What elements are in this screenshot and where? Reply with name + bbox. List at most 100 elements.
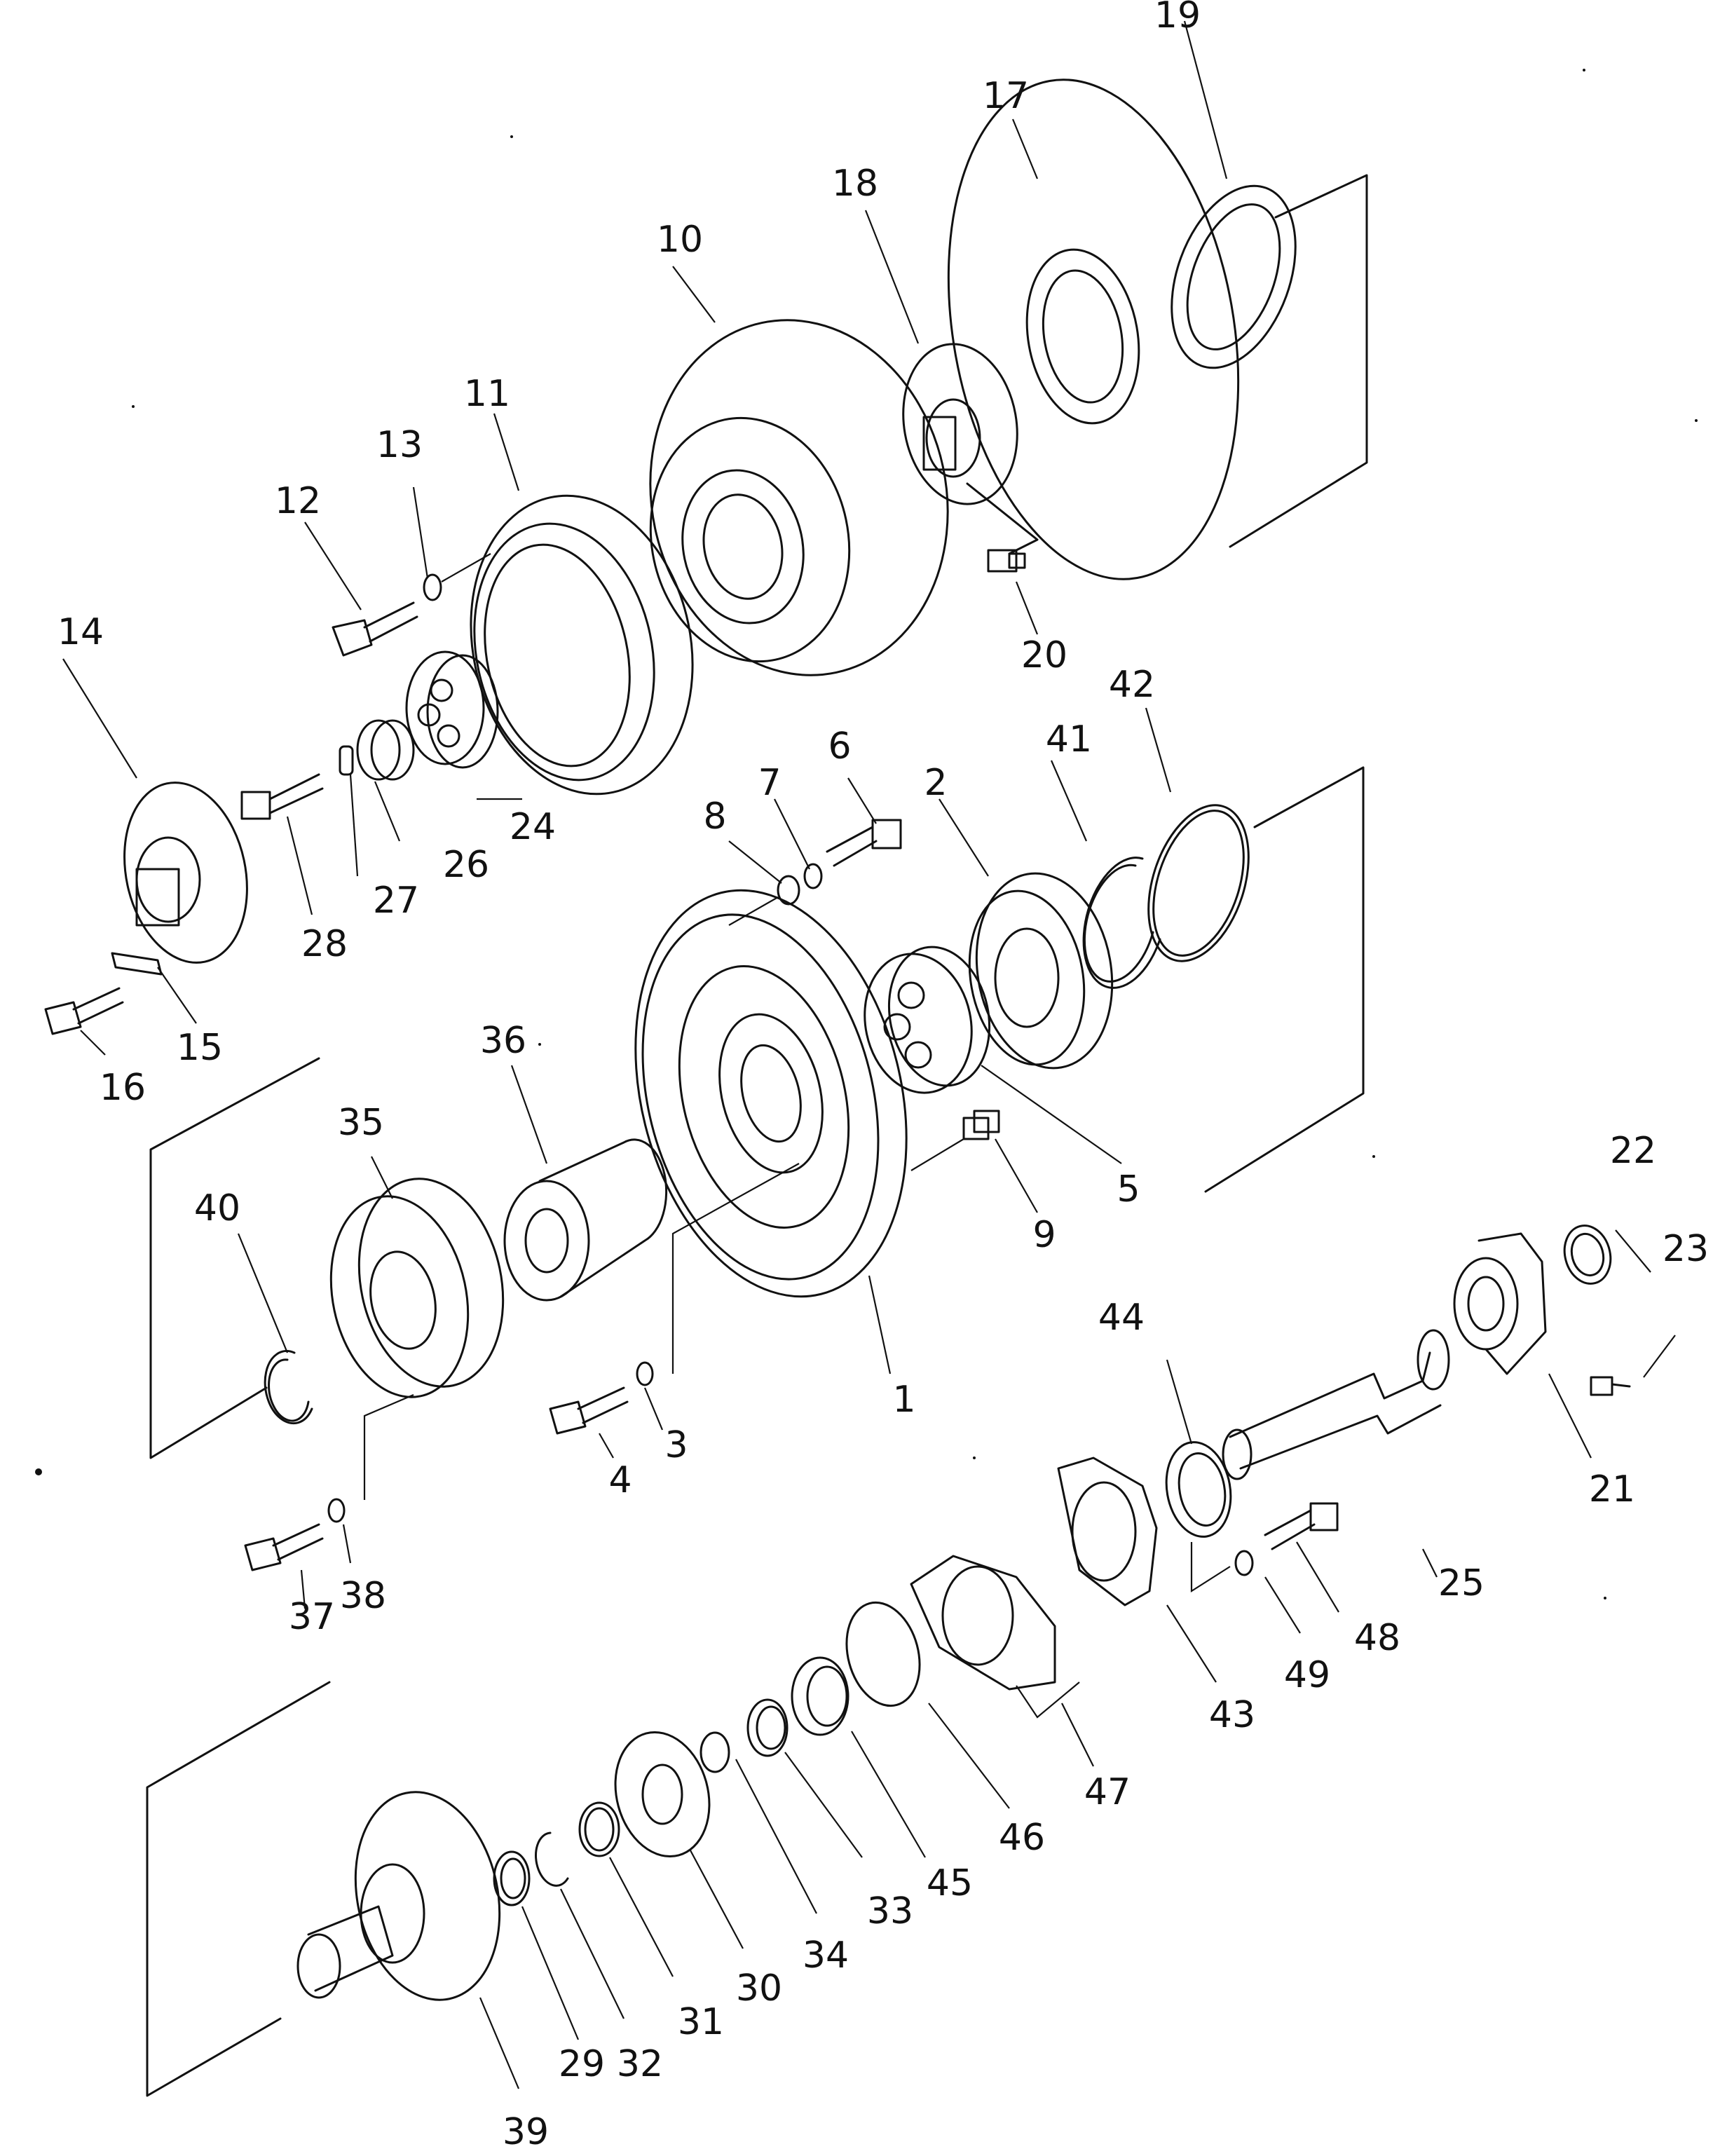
group-bracket-top [1229,174,1368,548]
part-37-bolt [244,1523,324,1571]
label-4: 4 [608,1459,632,1501]
leader-lines [62,20,1676,2089]
label-32: 32 [617,2043,663,2085]
label-44: 44 [1098,1297,1145,1339]
part-39-output-flange [296,1791,501,2001]
part-6-bolt [826,819,902,867]
label-12: 12 [275,480,321,522]
part-26-hub [356,719,415,781]
label-34: 34 [803,1935,849,1977]
part-11-ring-gear [470,494,694,796]
group-bracket-middle [1204,766,1365,1193]
part-33-ring [746,1698,789,1757]
part-22-ring [1563,1224,1612,1285]
part-14-flange [123,782,248,964]
part-18-hub-plate [902,343,1018,505]
part-5-bearing [864,946,991,1094]
part-44-ring [1165,1441,1232,1538]
part-29-ring [493,1850,531,1906]
part-47-plate [910,1555,1080,1719]
label-6: 6 [828,725,851,767]
part-27-lock [339,745,354,776]
part-24-bearing [405,650,499,769]
label-42: 42 [1109,664,1155,706]
part-9-plug [910,1110,1000,1171]
part-46-o-ring [845,1601,921,1707]
label-14: 14 [57,611,104,653]
label-8: 8 [703,796,726,838]
part-48-bolt [1264,1502,1339,1550]
part-38-washer [327,1393,414,1523]
label-49: 49 [1284,1654,1330,1696]
label-40: 40 [194,1187,240,1229]
label-30: 30 [736,1967,782,2010]
part-49-washer [1190,1542,1254,1593]
label-46: 46 [999,1817,1045,1859]
label-43: 43 [1209,1694,1255,1736]
part-4-bolt [549,1386,629,1435]
part-7-washer [803,863,823,889]
speck-marks [35,69,1698,1599]
label-19: 19 [1154,0,1201,36]
label-9: 9 [1032,1214,1056,1256]
part-13-washer [423,553,491,601]
label-15: 15 [177,1027,223,1069]
part-32-snap-ring [535,1831,569,1887]
label-27: 27 [373,880,419,922]
label-21: 21 [1589,1468,1635,1510]
group-bracket-left [149,1057,320,1459]
label-39: 39 [503,2111,549,2153]
part-10-turbine [649,319,949,676]
part-36-sleeve [503,1138,668,1302]
label-33: 33 [867,1890,913,1932]
label-25: 25 [1438,1562,1485,1604]
label-22: 22 [1610,1130,1656,1172]
label-35: 35 [338,1102,384,1144]
label-24: 24 [510,806,556,848]
label-5: 5 [1117,1168,1140,1210]
label-16: 16 [100,1067,146,1109]
part-30-seal [614,1731,711,1858]
part-2-bearing-cage [968,872,1114,1070]
part-16-bolt [44,987,124,1035]
part-17-cover [947,79,1240,580]
part-41-snap-ring [1082,857,1161,989]
part-3-washer [636,1163,800,1386]
part-31-ring [578,1801,620,1857]
part-15-lock-plate [111,952,163,976]
label-31: 31 [678,2001,724,2043]
part-labels: 1 2 3 4 5 6 7 8 9 10 11 12 13 14 15 16 1… [57,0,1709,2153]
label-29: 29 [559,2043,605,2085]
part-43-housing [1057,1456,1158,1606]
label-20: 20 [1021,634,1067,676]
label-47: 47 [1084,1771,1131,1813]
part-21-yoke [1453,1232,1547,1375]
group-bracket-bottom [146,1681,331,2097]
label-45: 45 [927,1862,973,1904]
label-48: 48 [1354,1617,1400,1659]
part-12-bolt [332,601,418,657]
label-17: 17 [983,75,1029,117]
part-28-bolt [240,773,324,820]
label-3: 3 [664,1424,688,1466]
part-19-gasket [1171,184,1297,369]
label-28: 28 [301,923,348,965]
label-41: 41 [1046,718,1092,760]
part-40-snap-ring [264,1350,313,1425]
part-45-bearing-race [791,1656,849,1736]
part-25-shaft [1222,1329,1450,1480]
part-1-impeller [634,889,908,1298]
label-13: 13 [376,424,423,466]
label-36: 36 [480,1020,526,1062]
part-20-bolt [966,482,1039,573]
label-11: 11 [464,373,510,415]
part-8-washer [728,875,800,926]
label-10: 10 [657,219,703,261]
label-1: 1 [892,1379,915,1421]
label-2: 2 [924,762,947,804]
part-34-o-ring [699,1731,730,1773]
label-23: 23 [1663,1228,1709,1270]
part-42-o-ring [1147,804,1250,962]
